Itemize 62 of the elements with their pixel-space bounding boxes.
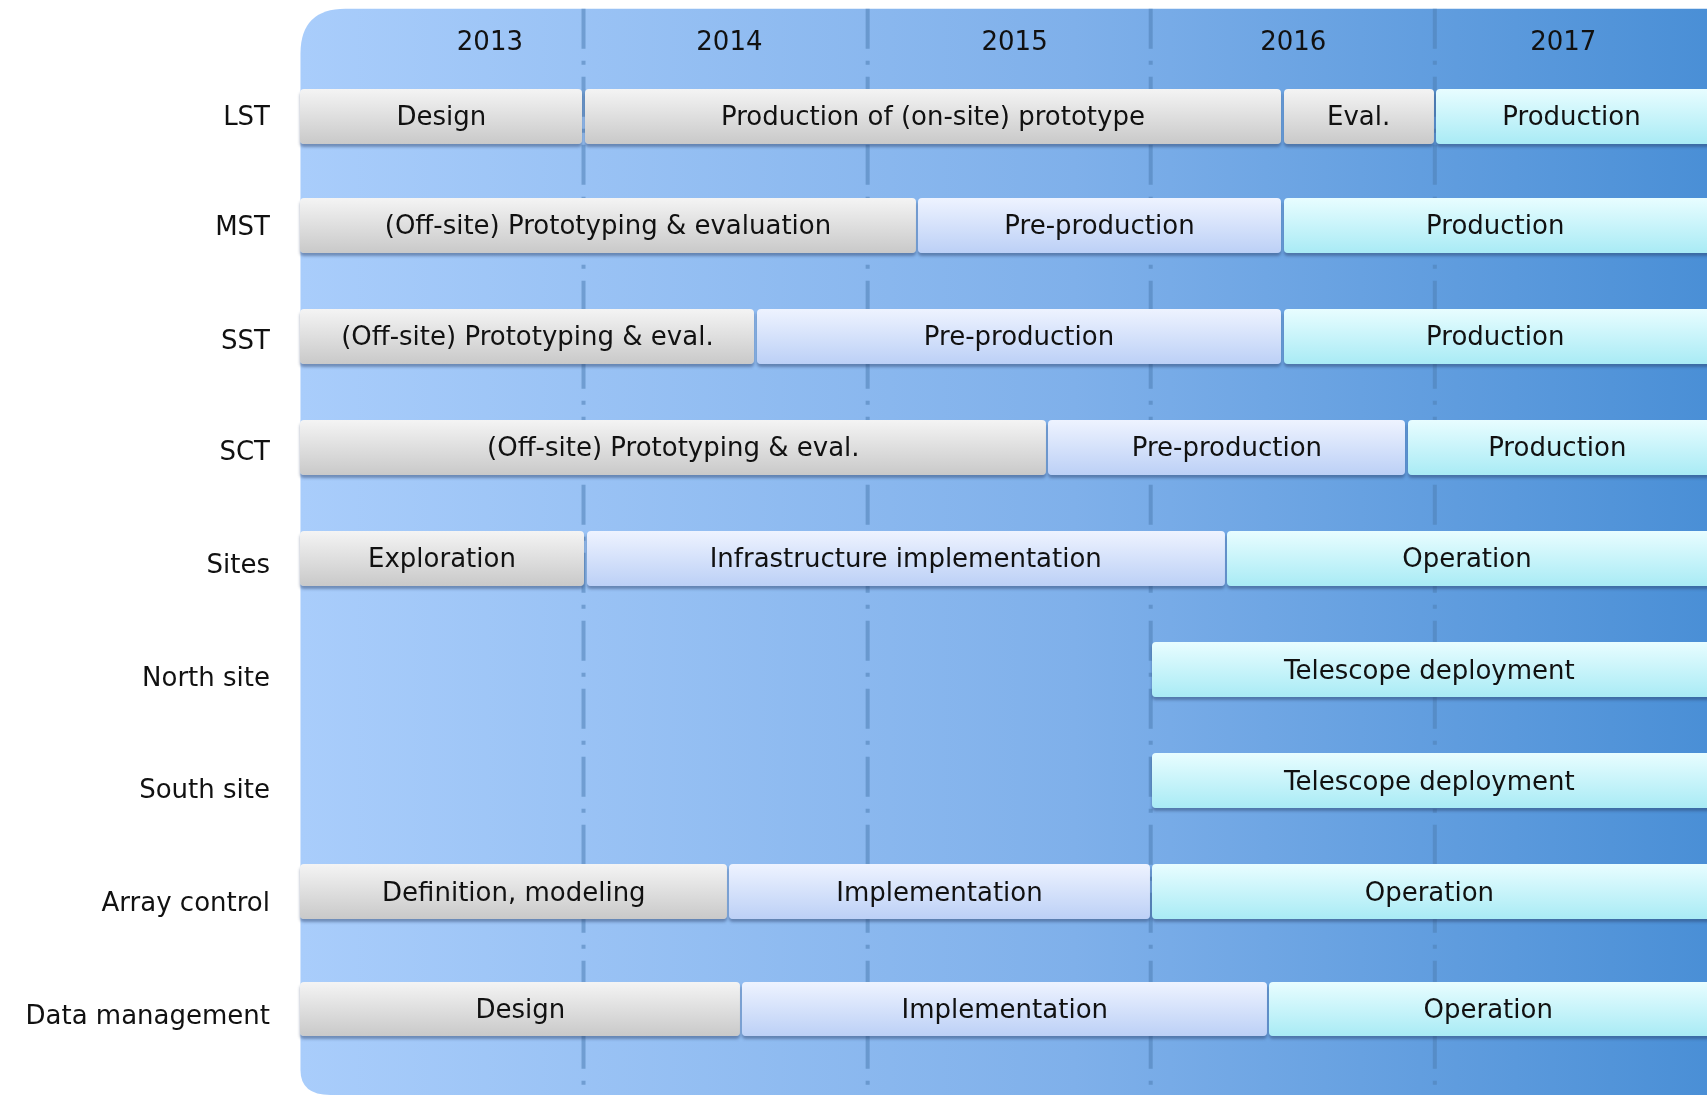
production-phase-bar bbox=[1283, 309, 1707, 364]
year-label: 2016 bbox=[1260, 26, 1327, 57]
phase-label: Design bbox=[475, 994, 566, 1025]
production-phase-bar bbox=[1283, 198, 1707, 253]
design-phase-bar bbox=[300, 531, 584, 586]
row-label: North site bbox=[142, 662, 270, 693]
phase-label: (Off-site) Prototyping & eval. bbox=[487, 432, 860, 463]
phase-label: Implementation bbox=[901, 994, 1109, 1025]
row-label: MST bbox=[215, 211, 270, 242]
row-label: SCT bbox=[219, 435, 270, 466]
phase-label: Operation bbox=[1402, 543, 1532, 574]
preproduction-phase-bar bbox=[742, 981, 1268, 1037]
phase-label: Production bbox=[1488, 432, 1627, 463]
year-label: 2015 bbox=[981, 26, 1048, 57]
production-phase-bar bbox=[1269, 981, 1707, 1037]
preproduction-phase-bar bbox=[756, 309, 1282, 364]
phase-label: Operation bbox=[1423, 994, 1553, 1025]
row-label: Data management bbox=[25, 999, 270, 1030]
row-label: South site bbox=[139, 774, 270, 805]
phase-label: Pre-production bbox=[1131, 432, 1323, 463]
year-label: 2013 bbox=[456, 26, 523, 57]
production-phase-bar bbox=[1151, 864, 1707, 919]
phase-label: Production bbox=[1426, 321, 1565, 352]
production-phase-bar bbox=[1407, 420, 1707, 475]
row-label: SST bbox=[221, 324, 270, 355]
production-phase-bar bbox=[1151, 753, 1707, 808]
phase-label: Production of (on-site) prototype bbox=[721, 101, 1145, 132]
phase-label: Definition, modeling bbox=[382, 876, 646, 907]
preproduction-phase-bar bbox=[729, 864, 1150, 919]
design-phase-bar bbox=[300, 864, 728, 919]
phase-label: Infrastructure implementation bbox=[709, 543, 1102, 574]
row-label: Array control bbox=[101, 887, 270, 918]
preproduction-phase-bar bbox=[917, 198, 1282, 253]
design-phase-bar bbox=[300, 198, 916, 253]
row-label: LST bbox=[223, 101, 270, 132]
phase-label: Eval. bbox=[1327, 101, 1391, 132]
preproduction-phase-bar bbox=[586, 531, 1225, 586]
phase-label: Operation bbox=[1364, 876, 1495, 907]
design-phase-bar bbox=[300, 420, 1047, 475]
phase-label: Exploration bbox=[368, 543, 516, 574]
production-phase-bar bbox=[1226, 531, 1707, 586]
phase-label: Pre-production bbox=[1004, 210, 1195, 241]
design-phase-bar bbox=[300, 981, 741, 1037]
design-phase-bar bbox=[584, 89, 1282, 144]
phase-label: Production bbox=[1426, 210, 1565, 241]
year-label: 2017 bbox=[1530, 26, 1597, 57]
phase-label: (Off-site) Prototyping & evaluation bbox=[384, 210, 832, 241]
design-phase-bar bbox=[300, 89, 583, 144]
phase-label: Telescope deployment bbox=[1284, 654, 1575, 685]
phase-label: Design bbox=[396, 101, 487, 132]
year-label: 2014 bbox=[696, 26, 763, 57]
preproduction-phase-bar bbox=[1048, 420, 1406, 475]
design-phase-bar bbox=[1283, 89, 1434, 144]
phase-label: Telescope deployment bbox=[1284, 765, 1575, 796]
phase-label: Production bbox=[1502, 101, 1641, 132]
production-phase-bar bbox=[1151, 642, 1707, 697]
phase-label: Pre-production bbox=[923, 321, 1115, 352]
phase-label: Implementation bbox=[836, 876, 1043, 907]
production-phase-bar bbox=[1435, 89, 1707, 144]
design-phase-bar bbox=[300, 309, 755, 364]
row-label: Sites bbox=[206, 548, 270, 579]
phase-label: (Off-site) Prototyping & eval. bbox=[341, 321, 714, 352]
